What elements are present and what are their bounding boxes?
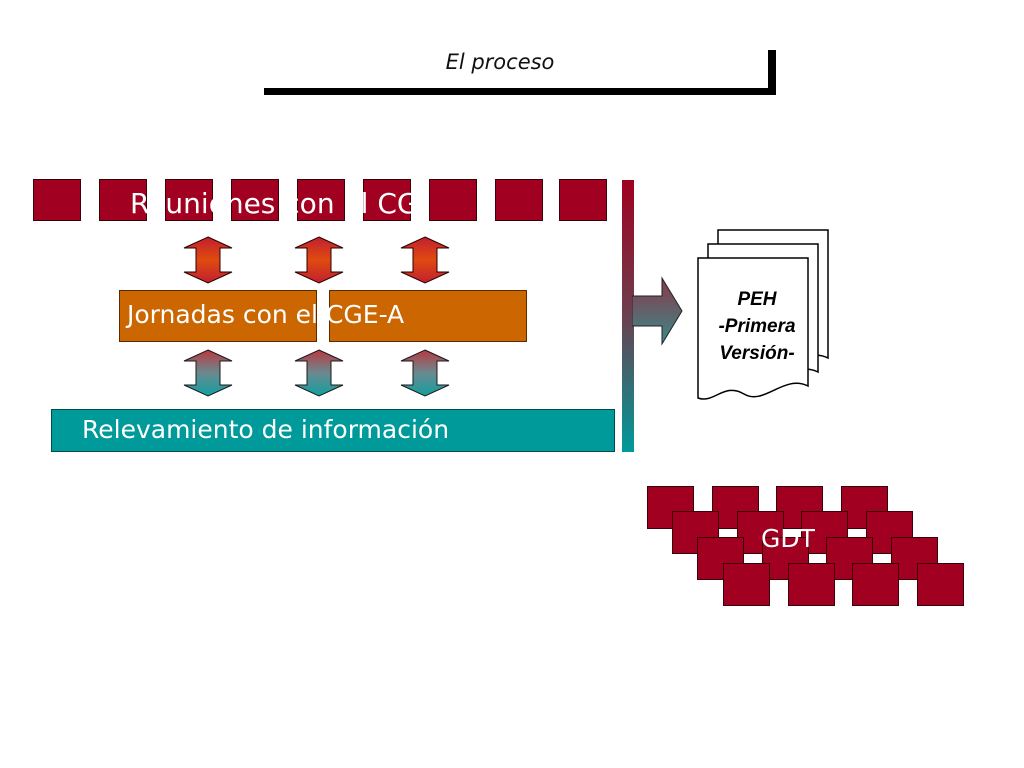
document-label: PEH -Primera Versión- (702, 286, 812, 367)
document-stack-icon (697, 229, 829, 400)
reuniones-square (33, 179, 81, 221)
jornadas-label: Jornadas con el CGE-A (127, 300, 405, 329)
reuniones-square (363, 179, 411, 221)
double-arrow-icon (294, 236, 344, 284)
gdt-square (852, 563, 899, 606)
reuniones-label: Reuniones con el CG (130, 187, 419, 220)
title-underline (264, 88, 776, 95)
reuniones-square (297, 179, 345, 221)
gdt-square (917, 563, 964, 606)
reuniones-square (429, 179, 477, 221)
double-arrow-icon (183, 349, 233, 397)
reuniones-square (495, 179, 543, 221)
upper-arrows (183, 236, 450, 284)
gdt-label: GDT (761, 524, 815, 553)
reuniones-square (231, 179, 279, 221)
relevamiento-block (51, 409, 615, 452)
reuniones-square (99, 179, 147, 221)
process-bar (622, 180, 634, 452)
reuniones-square (165, 179, 213, 221)
title-bracket (768, 50, 776, 95)
jornadas-block-right (329, 290, 527, 342)
lower-arrows (183, 349, 450, 397)
reuniones-square (559, 179, 607, 221)
double-arrow-icon (400, 349, 450, 397)
double-arrow-icon (294, 349, 344, 397)
document-line-3: Versión- (719, 343, 795, 364)
right-arrow-icon (632, 276, 683, 346)
jornadas-block-left (119, 290, 317, 342)
document-line-2: -Primera (718, 316, 796, 337)
gdt-square (788, 563, 835, 606)
relevamiento-label: Relevamiento de información (82, 415, 450, 444)
document-line-1: PEH (737, 289, 777, 310)
slide-title: El proceso (445, 50, 555, 74)
double-arrow-icon (183, 236, 233, 284)
double-arrow-icon (400, 236, 450, 284)
gdt-square (723, 563, 770, 606)
